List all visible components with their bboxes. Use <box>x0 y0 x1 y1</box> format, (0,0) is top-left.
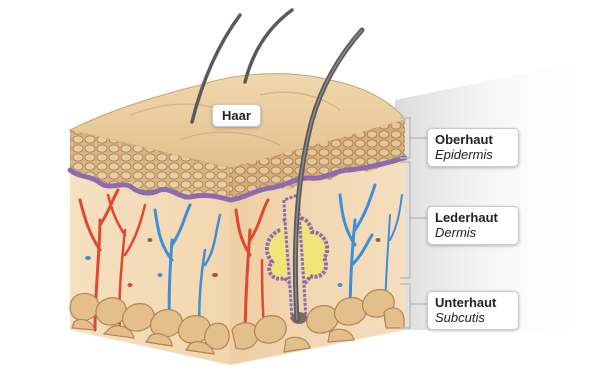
label-dermis: Lederhaut Dermis <box>427 206 519 245</box>
label-subcutis-name: Unterhaut <box>435 295 511 310</box>
label-hair-text: Haar <box>222 108 251 123</box>
cube-shadow <box>395 60 589 330</box>
label-epidermis-name: Oberhaut <box>435 132 511 147</box>
label-epidermis: Oberhaut Epidermis <box>427 128 519 167</box>
label-hair: Haar <box>212 104 261 127</box>
label-dermis-latin: Dermis <box>435 225 511 240</box>
label-subcutis: Unterhaut Subcutis <box>427 291 519 330</box>
label-dermis-name: Lederhaut <box>435 210 511 225</box>
label-subcutis-latin: Subcutis <box>435 310 511 325</box>
label-epidermis-latin: Epidermis <box>435 147 511 162</box>
